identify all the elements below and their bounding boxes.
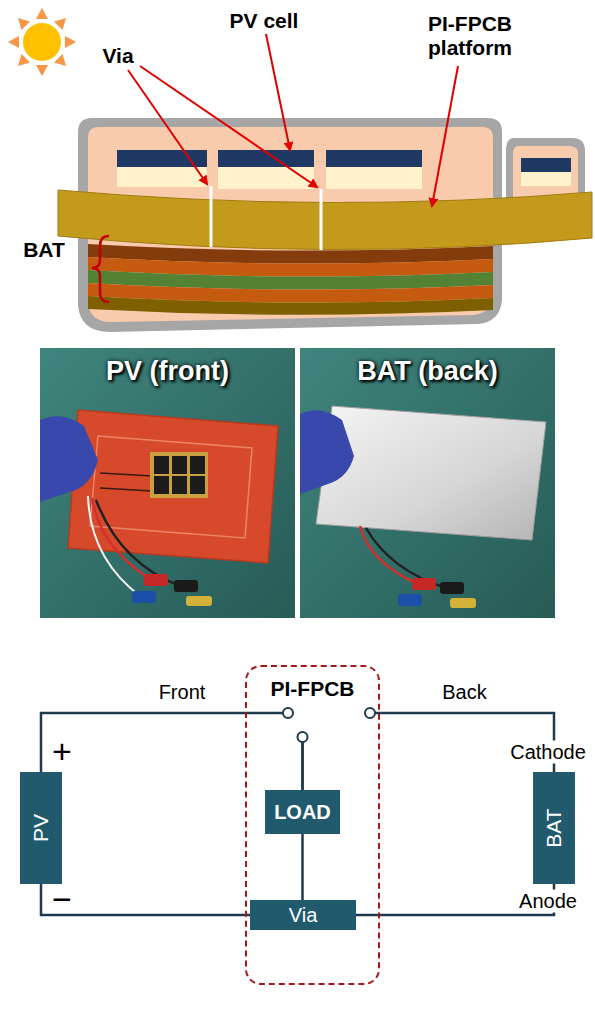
- battery-box: BAT: [533, 772, 575, 884]
- solar-cell: [190, 476, 205, 494]
- switch-terminal: [365, 708, 375, 718]
- photo-caption: PV (front): [40, 356, 295, 387]
- front-photo: [40, 348, 295, 618]
- box-label: PV: [29, 814, 53, 842]
- wire: [88, 496, 140, 596]
- pv-cell-base: [521, 172, 571, 186]
- wire-label: Front: [159, 681, 206, 704]
- photo-panel: BAT (back): [300, 348, 555, 618]
- box-label: LOAD: [274, 801, 331, 824]
- leader-line: [140, 66, 317, 187]
- part-label: BAT: [23, 238, 65, 262]
- sun-ray: [18, 18, 30, 30]
- pcb-board: [68, 410, 278, 563]
- plug: [450, 598, 476, 608]
- leader-line: [128, 70, 207, 184]
- part-label: PV cell: [230, 9, 299, 33]
- sun-ray: [54, 18, 66, 30]
- photo-panel: PV (front): [40, 348, 295, 618]
- pcb-trace: [100, 473, 152, 476]
- solar-cell: [154, 476, 169, 494]
- fpcb-band: [58, 190, 592, 250]
- sun-icon: [8, 8, 76, 76]
- sun-ray: [54, 54, 66, 66]
- plug: [174, 580, 198, 592]
- photo-background: [40, 348, 295, 618]
- part-label: Anode: [519, 890, 577, 913]
- switch-terminal: [283, 708, 293, 718]
- plug: [398, 594, 422, 606]
- pcb-trace: [100, 488, 152, 491]
- plug: [186, 596, 212, 606]
- solar-cell: [172, 476, 187, 494]
- box-label: BAT: [542, 808, 566, 847]
- wire: [301, 834, 304, 900]
- wire: [41, 884, 250, 915]
- solar-cell: [190, 456, 205, 474]
- sun-disc: [23, 23, 61, 61]
- box-label: Via: [289, 904, 318, 927]
- via-box: Via: [250, 900, 356, 930]
- photo-caption: BAT (back): [300, 356, 555, 387]
- pv-cell: [521, 158, 571, 172]
- part-label: PI-FPCB platform: [415, 12, 525, 60]
- solar-cell: [154, 456, 169, 474]
- inner-encapsulation: [513, 146, 578, 200]
- group-title: PI-FPCB: [247, 677, 378, 701]
- via-hole: [210, 186, 213, 247]
- part-label: +: [52, 732, 72, 771]
- leader-line: [266, 34, 290, 150]
- pv-cell-base: [218, 167, 314, 189]
- photo-art: [0, 0, 595, 640]
- pcb-trace: [90, 436, 252, 538]
- plug: [144, 574, 168, 586]
- glove: [40, 416, 98, 502]
- pv-cell-base: [117, 167, 207, 187]
- plug: [132, 591, 156, 603]
- sun-ray: [65, 36, 76, 48]
- glove: [300, 410, 354, 494]
- back-photo: [300, 348, 555, 618]
- sun-ray: [18, 54, 30, 66]
- pv-cell-base: [326, 167, 422, 189]
- sun-ray: [8, 36, 19, 48]
- plug: [412, 578, 436, 590]
- via-hole: [320, 189, 323, 250]
- outer-encapsulation: [506, 138, 585, 202]
- solar-cell: [172, 456, 187, 474]
- plug: [440, 582, 464, 594]
- sun-ray: [36, 65, 48, 76]
- wire: [96, 500, 180, 586]
- photo-background: [300, 348, 555, 618]
- leader-line: [432, 66, 458, 206]
- battery-layer: [88, 296, 493, 315]
- sun-ray: [36, 8, 48, 19]
- bracket: [92, 236, 109, 302]
- part-label: Cathode: [510, 741, 586, 764]
- switch-terminal: [298, 732, 308, 742]
- board-group: PI-FPCB LOAD Via: [245, 665, 380, 985]
- wire: [41, 713, 303, 790]
- battery-pouch: [316, 406, 546, 540]
- part-label: −: [52, 880, 72, 919]
- wire-label: Back: [442, 681, 486, 704]
- load-box: LOAD: [265, 790, 340, 834]
- part-label: Via: [102, 44, 133, 68]
- cell-frame: [150, 452, 208, 498]
- source-box: PV: [20, 772, 62, 884]
- pv-cell: [326, 150, 422, 167]
